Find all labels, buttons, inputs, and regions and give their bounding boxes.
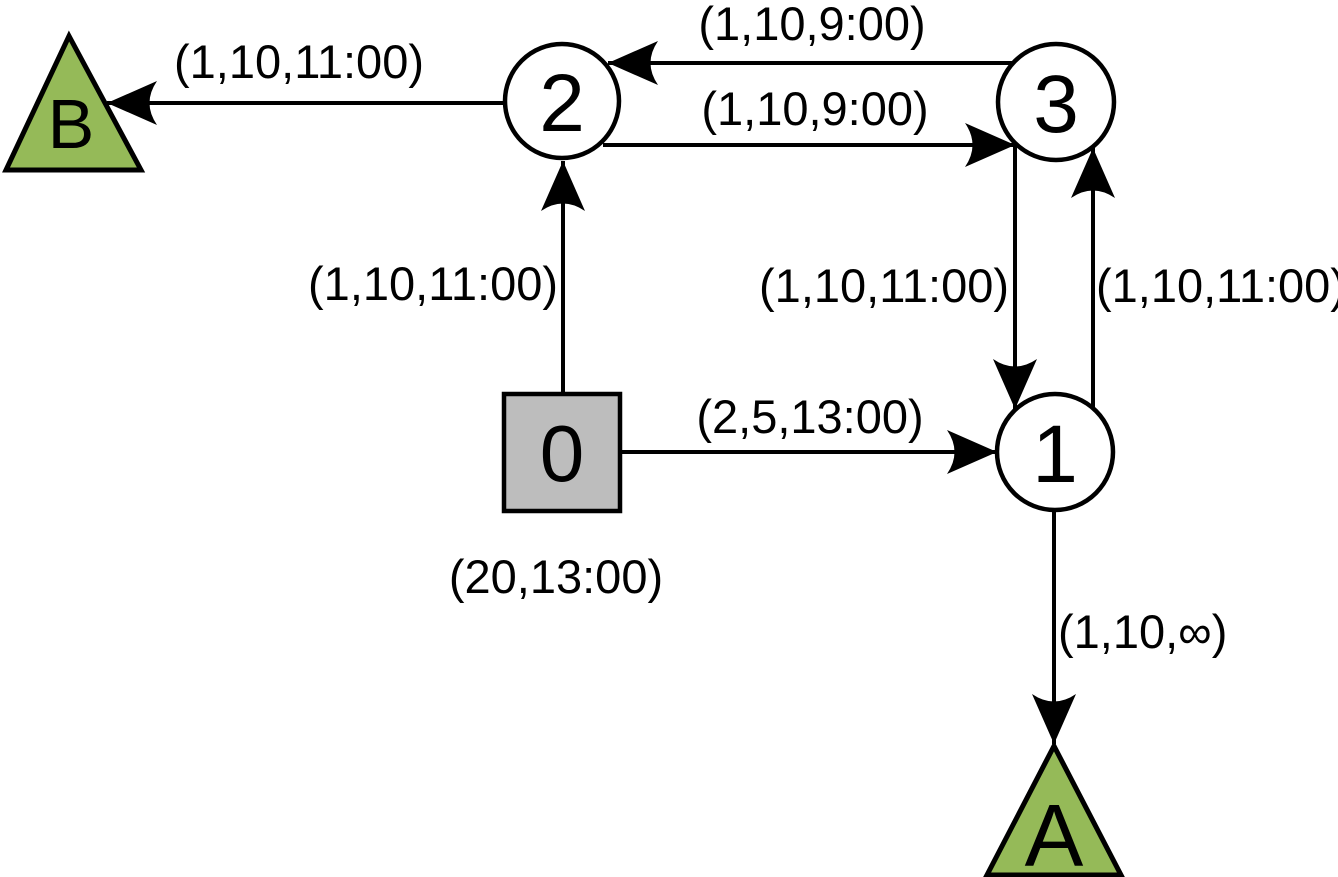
edge-label-2-to-3: (1,10,9:00) <box>701 82 928 135</box>
node-3-circle <box>995 41 1117 163</box>
nodes: B 2 3 0 1 A <box>2 30 1125 877</box>
edge-label-1-to-A: (1,10,∞) <box>1058 605 1227 658</box>
edge-label-2-to-B: (1,10,11:00) <box>174 35 424 88</box>
edge-label-1-to-3: (1,10,11:00) <box>1096 259 1338 312</box>
node-0-square <box>501 391 623 514</box>
node-2-label: 2 <box>539 58 585 149</box>
edge-label-0-to-2: (1,10,11:00) <box>308 257 558 310</box>
node-A-label: A <box>1025 786 1084 877</box>
edge-label-3-to-1: (1,10,11:00) <box>759 259 1009 312</box>
edge-labels: (1,10,9:00) (1,10,9:00) (1,10,11:00) (1,… <box>174 0 1338 658</box>
node-3-label: 3 <box>1033 59 1079 150</box>
edge-label-3-to-2: (1,10,9:00) <box>698 0 925 50</box>
node-B-label: B <box>48 85 95 163</box>
node-0-annotation: (20,13:00) <box>449 550 663 603</box>
node-A-triangle <box>983 740 1125 877</box>
node-1-label: 1 <box>1032 409 1078 500</box>
edge-label-0-to-1: (2,5,13:00) <box>696 390 923 443</box>
node-B-triangle <box>2 30 146 173</box>
edges <box>107 41 1115 744</box>
node-1-circle <box>994 391 1116 513</box>
node-2-circle <box>502 41 622 161</box>
node-0-label: 0 <box>540 409 585 498</box>
